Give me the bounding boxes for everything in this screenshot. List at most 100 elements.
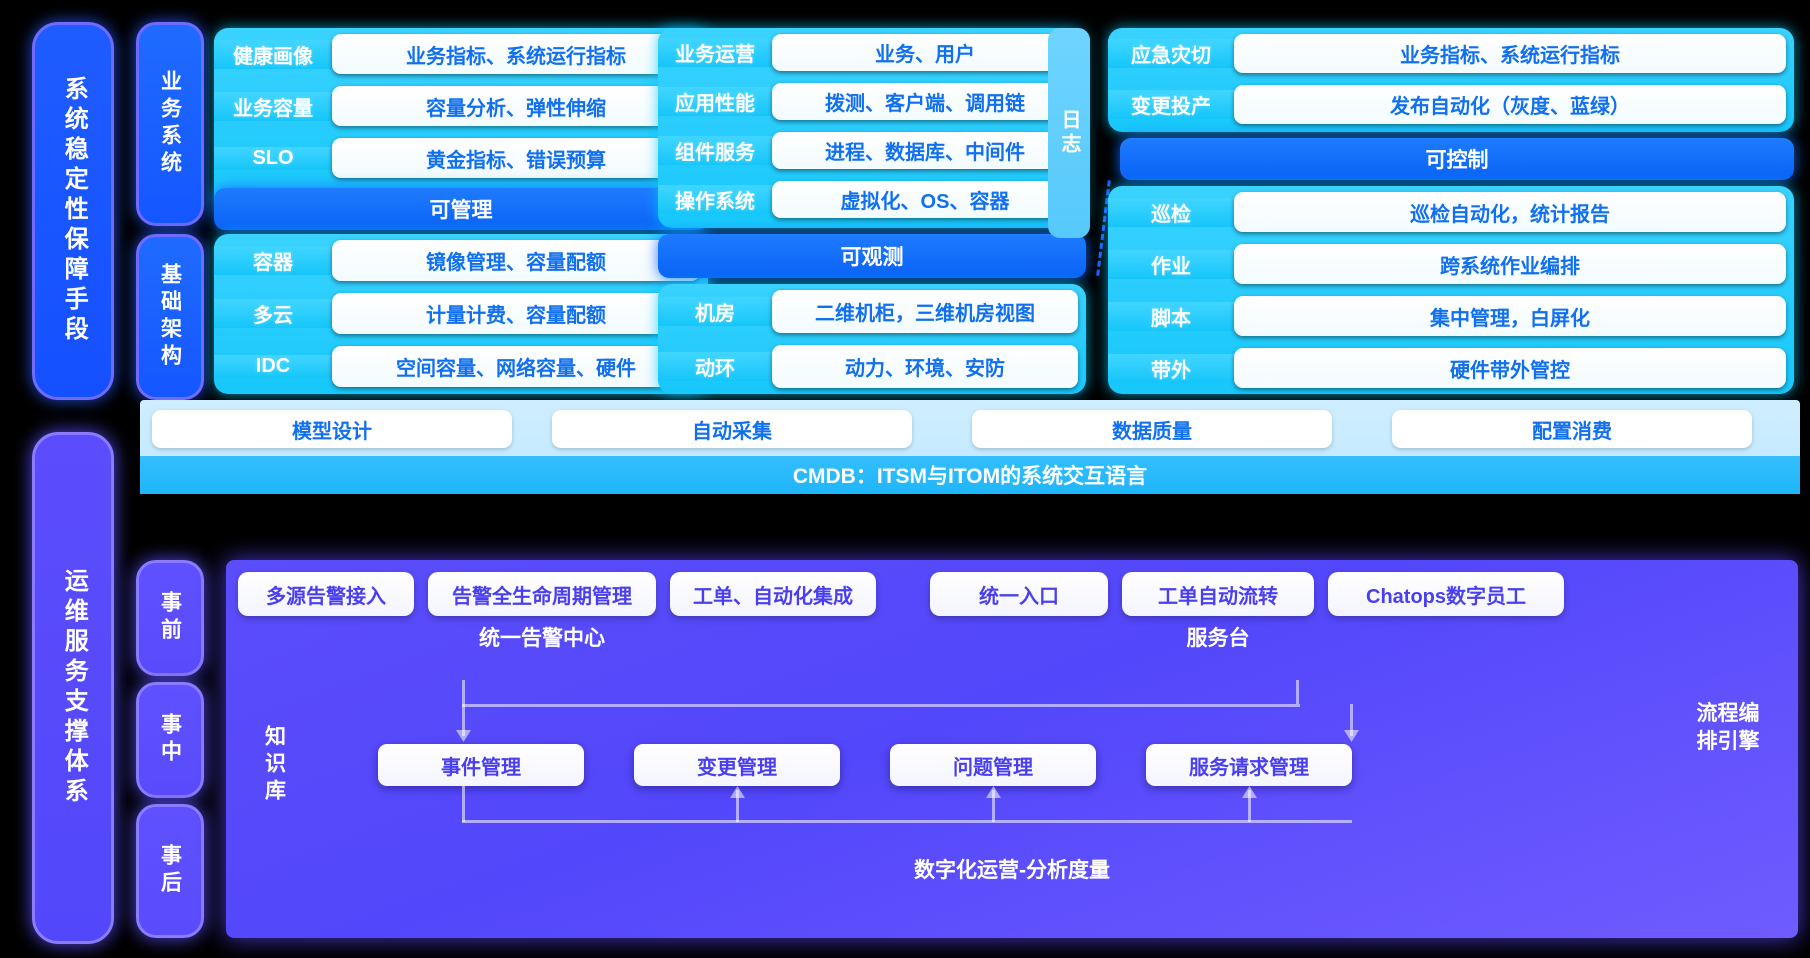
alert-pill[interactable]: 工单、自动化集成 — [670, 572, 876, 616]
alert-pill-label: 工单、自动化集成 — [693, 585, 853, 608]
capability-controllable[interactable]: 可控制 — [1120, 138, 1794, 180]
itom-row[interactable]: 组件服务 进程、数据库、中间件 — [658, 126, 1086, 175]
itom-row-key: 应用性能 — [658, 87, 772, 116]
itom-row-key: 容器 — [214, 246, 332, 275]
rail-ops-service-support-label: 运维服务支撑体系 — [60, 568, 88, 808]
itom-row[interactable]: 容器 镜像管理、容量配额 — [214, 234, 708, 287]
management-box[interactable]: 变更管理 — [634, 744, 840, 786]
itom-row-value: 业务指标、系统运行指标 — [332, 34, 700, 74]
capability-manageable[interactable]: 可管理 — [214, 188, 708, 230]
itom-row-value: 进程、数据库、中间件 — [772, 132, 1078, 169]
connector-line — [992, 790, 995, 822]
itom-row[interactable]: 业务运营 业务、用户 — [658, 28, 1086, 77]
itom-row-value: 虚拟化、OS、容器 — [772, 181, 1078, 218]
alert-pill[interactable]: 告警全生命周期管理 — [428, 572, 656, 616]
itom-col1-top-group: 健康画像 业务指标、系统运行指标 业务容量 容量分析、弹性伸缩 SLO 黄金指标… — [214, 28, 708, 212]
rail-system-stability-label: 系统稳定性保障手段 — [60, 76, 88, 346]
log-column: 日志 — [1048, 28, 1090, 238]
subrail-infrastructure-label: 基础架构 — [158, 263, 182, 371]
itom-row[interactable]: IDC 空间容量、网络容量、硬件 — [214, 340, 708, 393]
cmdb-chip[interactable]: 配置消费 — [1392, 410, 1752, 448]
itom-row[interactable]: 应急灾切 业务指标、系统运行指标 — [1108, 28, 1794, 79]
itsm-panel: 多源告警接入 告警全生命周期管理 工单、自动化集成 统一告警中心 统一入口 工单… — [226, 560, 1798, 938]
itom-row-key: 多云 — [214, 299, 332, 328]
itom-row-key: 带外 — [1108, 353, 1234, 383]
servicedesk-pill[interactable]: 统一入口 — [930, 572, 1108, 616]
connector-line — [462, 820, 1352, 823]
itom-row-value: 计量计费、容量配额 — [332, 293, 700, 334]
capability-controllable-label: 可控制 — [1425, 149, 1489, 172]
alert-pill[interactable]: 多源告警接入 — [238, 572, 414, 616]
itom-row-key: 业务容量 — [214, 91, 332, 121]
connector-line — [1350, 704, 1353, 736]
itsm-footer: 数字化运营-分析度量 — [226, 854, 1798, 884]
capability-manageable-label: 可管理 — [429, 199, 493, 222]
connector-line — [462, 704, 1300, 707]
cmdb-chip-label: 数据质量 — [1112, 420, 1192, 443]
connector-line — [1248, 790, 1251, 822]
management-box[interactable]: 事件管理 — [378, 744, 584, 786]
alert-center-title-label: 统一告警中心 — [479, 627, 605, 650]
itom-row-key: 业务运营 — [658, 38, 772, 67]
rail-ops-service-support: 运维服务支撑体系 — [32, 432, 114, 944]
itom-row-key: 作业 — [1108, 249, 1234, 279]
itom-row[interactable]: 带外 硬件带外管控 — [1108, 342, 1794, 394]
management-box[interactable]: 服务请求管理 — [1146, 744, 1352, 786]
servicedesk-pill[interactable]: Chatops数字员工 — [1328, 572, 1564, 616]
itom-row-key: 健康画像 — [214, 39, 332, 69]
arrow-up-icon — [986, 786, 1001, 798]
connector-line — [736, 790, 739, 822]
itom-row-value: 二维机柜，三维机房视图 — [772, 290, 1078, 333]
alert-pill-label: 告警全生命周期管理 — [452, 585, 632, 608]
subrail-business-system: 业务系统 — [136, 22, 204, 226]
itom-row-value: 集中管理，白屏化 — [1234, 296, 1786, 336]
subrail-after: 事后 — [136, 804, 204, 938]
capability-observable[interactable]: 可观测 — [658, 234, 1086, 278]
itom-row-value: 巡检自动化，统计报告 — [1234, 192, 1786, 232]
servicedesk-pill[interactable]: 工单自动流转 — [1122, 572, 1314, 616]
itom-row-value: 发布自动化（灰度、蓝绿） — [1234, 85, 1786, 124]
cmdb-bar: CMDB：ITSM与ITOM的系统交互语言 — [140, 456, 1800, 494]
itom-row-key: 脚本 — [1108, 301, 1234, 331]
itom-row-key: SLO — [214, 146, 332, 170]
management-box[interactable]: 问题管理 — [890, 744, 1096, 786]
itom-row-value: 容量分析、弹性伸缩 — [332, 86, 700, 126]
subrail-before: 事前 — [136, 560, 204, 676]
itom-row-key: IDC — [214, 355, 332, 378]
itom-row[interactable]: 巡检 巡检自动化，统计报告 — [1108, 186, 1794, 238]
itom-row-value: 黄金指标、错误预算 — [332, 138, 700, 178]
itom-col1-bottom-group: 容器 镜像管理、容量配额 多云 计量计费、容量配额 IDC 空间容量、网络容量、… — [214, 234, 708, 394]
itom-col2-bottom-group: 机房 二维机柜，三维机房视图 动环 动力、环境、安防 — [658, 284, 1086, 394]
itom-row[interactable]: 多云 计量计费、容量配额 — [214, 287, 708, 340]
subrail-before-label: 事前 — [158, 591, 182, 645]
arrow-up-icon — [730, 786, 745, 798]
itom-row[interactable]: SLO 黄金指标、错误预算 — [214, 132, 708, 184]
itom-row[interactable]: 应用性能 拨测、客户端、调用链 — [658, 77, 1086, 126]
subrail-during-label: 事中 — [158, 713, 182, 767]
subrail-after-label: 事后 — [158, 844, 182, 898]
itom-row[interactable]: 动环 动力、环境、安防 — [658, 339, 1086, 394]
itom-row[interactable]: 脚本 集中管理，白屏化 — [1108, 290, 1794, 342]
arrow-down-icon — [456, 730, 471, 742]
connector-line — [462, 680, 465, 704]
itom-row[interactable]: 作业 跨系统作业编排 — [1108, 238, 1794, 290]
alert-pill-label: 多源告警接入 — [266, 585, 386, 608]
itom-row[interactable]: 变更投产 发布自动化（灰度、蓝绿） — [1108, 79, 1794, 130]
cmdb-chip[interactable]: 模型设计 — [152, 410, 512, 448]
cmdb-chip[interactable]: 自动采集 — [552, 410, 912, 448]
cmdb-chip[interactable]: 数据质量 — [972, 410, 1332, 448]
itom-row[interactable]: 业务容量 容量分析、弹性伸缩 — [214, 80, 708, 132]
itom-row-key: 动环 — [658, 352, 772, 381]
itom-row[interactable]: 机房 二维机柜，三维机房视图 — [658, 284, 1086, 339]
itom-row-key: 组件服务 — [658, 136, 772, 165]
servicedesk-pill-label: 工单自动流转 — [1158, 585, 1278, 608]
itom-row-key: 机房 — [658, 297, 772, 326]
itom-row[interactable]: 操作系统 虚拟化、OS、容器 — [658, 175, 1086, 224]
itom-row-value: 硬件带外管控 — [1234, 348, 1786, 388]
itom-row[interactable]: 健康画像 业务指标、系统运行指标 — [214, 28, 708, 80]
subrail-during: 事中 — [136, 682, 204, 798]
itom-row-value: 跨系统作业编排 — [1234, 244, 1786, 284]
cmdb-chip-label: 自动采集 — [692, 420, 772, 443]
itom-panel: 健康画像 业务指标、系统运行指标 业务容量 容量分析、弹性伸缩 SLO 黄金指标… — [210, 22, 1798, 394]
